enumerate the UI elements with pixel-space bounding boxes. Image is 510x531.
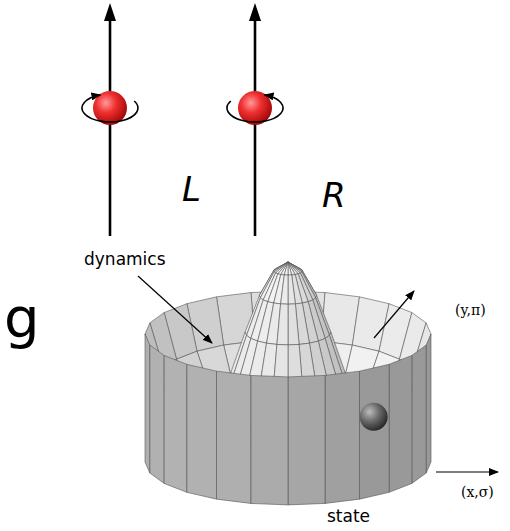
rotation-arrow	[227, 95, 283, 122]
axis-arrowhead	[249, 3, 261, 21]
outer-wall-patch	[145, 334, 150, 473]
axis-label: (y,π)	[455, 302, 486, 318]
outer-wall-patch	[187, 364, 217, 499]
outer-wall-patch	[251, 375, 288, 504]
callout-label: dynamics	[84, 250, 166, 270]
surface-patch	[281, 275, 288, 304]
callout-label: state	[327, 507, 370, 527]
outer-wall-patch	[426, 334, 431, 473]
surface-patch	[288, 275, 295, 304]
spin-axis	[254, 18, 257, 236]
outer-wall-patch	[325, 371, 359, 503]
mexican-hat-potential	[145, 262, 431, 505]
surface-patch	[277, 304, 288, 345]
spin-particle	[227, 3, 283, 236]
surface-patch	[288, 262, 292, 275]
surface-patch	[288, 304, 299, 345]
state-ball	[360, 403, 388, 431]
chirality-label: L	[182, 170, 201, 209]
outer-wall-patch	[288, 375, 325, 504]
spin-axis	[109, 18, 112, 236]
hat-annotations	[138, 276, 498, 472]
outer-wall-patch	[360, 364, 390, 499]
spin-figures	[82, 3, 283, 236]
surface-patch	[288, 262, 298, 274]
dynamics-pointer	[138, 276, 212, 343]
y-pi-axis	[374, 291, 414, 338]
outer-wall-patch	[412, 345, 426, 483]
surface-patch	[288, 262, 295, 275]
outer-wall-patch	[150, 345, 164, 483]
x-sigma-axis	[436, 471, 498, 472]
chirality-label: R	[322, 176, 346, 215]
outer-wall-patch	[217, 371, 251, 503]
outer-wall-patch	[389, 355, 412, 492]
rotation-arrow	[82, 95, 138, 122]
surface-patch	[281, 262, 288, 275]
surface-patch	[278, 262, 288, 274]
axis-arrowhead	[104, 3, 116, 21]
surface-patch	[284, 262, 288, 275]
slide-text: g	[4, 286, 40, 350]
axis-label: (x,σ)	[461, 484, 494, 500]
spin-particle	[82, 3, 138, 236]
outer-wall-patch	[164, 355, 187, 492]
